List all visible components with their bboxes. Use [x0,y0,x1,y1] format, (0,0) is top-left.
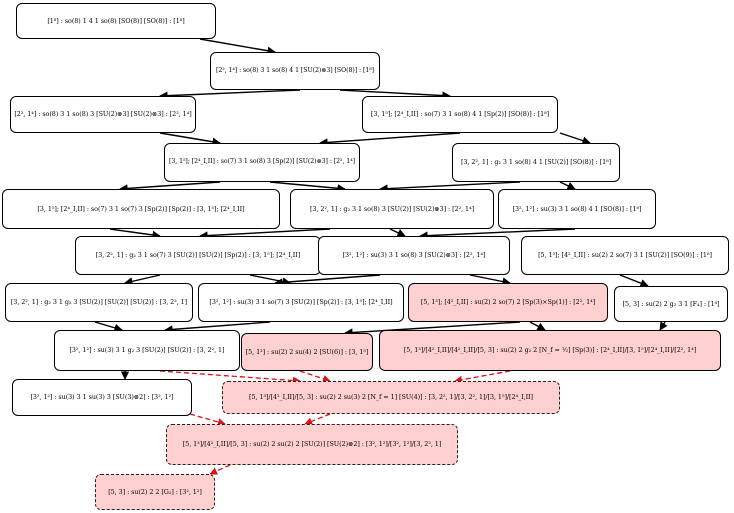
edge [319,132,461,147]
edge [269,181,346,193]
node-label: [3, 2², 1] : g₂ 3 1 so(8) 3 [SU(2)] [SU(… [309,204,475,213]
edge-dashed [209,464,231,475]
node-n17: [5, 1³] : su(2) 2 su(4) 2 [SU(6)] : [3, … [241,333,373,371]
edge [109,228,161,240]
node-label: [3, 1⁵]; [2⁴_I,II] : so(7) 3 1 so(8) 4 1… [370,110,550,119]
edge [199,38,276,55]
node-label: [5, 1³]/[4²_I,II]/[5, 3] : su(2) 2 su(3)… [249,393,533,402]
node-label: [3², 1²] : su(3) 3 1 so(8) 4 1 [SO(8)] :… [512,204,642,213]
edge [469,274,511,286]
node-n1: [2², 1⁴] : so(8) 3 1 so(8) 4 1 [SU(2)⊗3]… [210,52,380,90]
node-n15: [5, 3] : su(2) 2 g₂ 3 1 [F₄] : [1⁸] [614,286,728,322]
node-label: [3, 2², 1] : g₂ 3 1 so(7) 3 [SU(2)] [SU(… [95,251,301,260]
node-label: [3², 1²] : su(3) 3 1 so(8) 3 [SU(2)⊗3] :… [342,251,486,260]
edge-dashed [304,413,331,426]
edge-dashed [159,370,301,385]
edge [659,321,668,331]
node-n13: [3², 1²] : su(3) 3 1 so(7) 3 [SU(2)] [Sp… [198,283,404,322]
node-label: [3², 1²] : su(3) 3 1 g₂ 3 [SU(2)] [SU(2)… [69,346,225,355]
edge [389,228,406,237]
node-label: [5, 1³]/[4²_I,II]/[4²_I,II]/[5, 3] : su(… [403,346,697,355]
node-label: [5, 1³]; [4²_I,II] : su(2) 2 so(7) 2 [Sp… [420,298,596,307]
edge [159,132,221,146]
node-n11: [5, 1³]; [4²_I,II] : su(2) 2 so(7) 3 1 [… [521,236,729,275]
node-n9: [3, 2², 1] : g₂ 3 1 so(7) 3 [SU(2)] [SU(… [75,236,321,275]
node-label: [2², 1⁴] : so(8) 3 1 so(8) 3 [SU(2)⊗3] [… [14,110,192,119]
edge [119,181,221,193]
edge [199,228,331,240]
edge [379,181,521,193]
node-label: [3, 1⁵]; [2⁴_I,II] : so(7) 3 1 so(7) 3 [… [37,204,245,213]
node-n7: [3, 2², 1] : g₂ 3 1 so(8) 3 [SU(2)] [SU(… [290,189,494,229]
edge [124,274,161,286]
node-label: [5, 1³] : su(2) 2 su(4) 2 [SU(6)] : [3, … [245,347,369,356]
node-label: [3, 2², 1] : g₂ 3 1 so(8) 4 1 [SU(2)] [S… [460,158,612,167]
edge [559,181,576,190]
edge [339,89,451,100]
node-n10: [3², 1²] : su(3) 3 1 so(8) 3 [SU(2)⊗3] :… [318,236,510,275]
node-n5: [3, 2², 1] : g₂ 3 1 so(8) 4 1 [SU(2)] [S… [452,143,620,182]
node-n21: [5, 1³]/[4²_I,II]/[5, 3] : su(2) 2 su(2)… [166,424,458,465]
node-n2: [2², 1⁴] : so(8) 3 1 so(8) 3 [SU(2)⊗3] [… [10,96,196,133]
node-n4: [3, 1⁵]; [2⁴_I,II] : so(7) 3 1 so(8) 3 [… [164,143,360,182]
edge [619,274,649,288]
node-n19: [3², 1²] : su(3) 3 1 su(3) 3 [SU(3)⊗2] :… [12,379,192,416]
node-n14: [5, 1³]; [4²_I,II] : su(2) 2 so(7) 2 [Sp… [408,283,608,322]
node-n16: [3², 1²] : su(3) 3 1 g₂ 3 [SU(2)] [SU(2)… [54,330,240,371]
edge [164,321,271,334]
edge-dashed [299,370,331,383]
node-n12: [3, 2², 1] : g₂ 3 1 g₂ 3 [SU(2)] [SU(2)]… [5,283,193,322]
node-label: [3, 1⁵]; [2⁴_I,II] : so(7) 3 1 so(8) 3 [… [169,158,355,166]
node-label: [5, 1³]; [4²_I,II] : su(2) 2 so(7) 3 1 [… [538,251,712,260]
edge [419,228,576,240]
node-n3: [3, 1⁵]; [2⁴_I,II] : so(7) 3 1 so(8) 4 1… [362,96,558,133]
node-label: [3², 1²] : su(3) 3 1 so(7) 3 [SU(2)] [Sp… [209,298,393,307]
node-n6: [3, 1⁵]; [2⁴_I,II] : so(7) 3 1 so(7) 3 [… [2,189,280,229]
node-label: [5, 3] : su(2) 2 g₂ 3 1 [F₄] : [1⁸] [622,299,720,308]
edge [94,321,123,332]
edge [274,274,381,287]
edge-dashed [189,413,226,426]
node-label: [1⁸] : so(8) 1 4 1 so(8) [SO(8)] [SO(8)]… [47,16,185,25]
edge [344,321,521,337]
node-n8: [3², 1²] : su(3) 3 1 so(8) 4 1 [SO(8)] :… [498,189,656,229]
edge [529,321,546,331]
edge [559,132,591,145]
node-label: [3², 1²] : su(3) 3 1 su(3) 3 [SU(3)⊗2] :… [30,393,174,402]
node-n18: [5, 1³]/[4²_I,II]/[4²_I,II]/[5, 3] : su(… [379,330,721,371]
node-label: [5, 3] : su(2) 2 2 [G₂] : [3², 1²] [108,487,202,496]
node-n0: [1⁸] : so(8) 1 4 1 so(8) [SO(8)] [SO(8)]… [16,3,216,39]
node-n20: [5, 1³]/[4²_I,II]/[5, 3] : su(2) 2 su(3)… [222,381,560,414]
node-n22: [5, 3] : su(2) 2 2 [G₂] : [3², 1²] [95,474,215,510]
node-label: [5, 1³]/[4²_I,II]/[5, 3] : su(2) 2 su(2)… [182,440,442,449]
node-label: [3, 2², 1] : g₂ 3 1 g₂ 3 [SU(2)] [SU(2)]… [10,298,188,307]
edge-dashed [454,370,511,384]
node-label: [2², 1⁴] : so(8) 3 1 so(8) 4 1 [SU(2)⊗3]… [215,66,375,74]
edge [159,89,301,100]
